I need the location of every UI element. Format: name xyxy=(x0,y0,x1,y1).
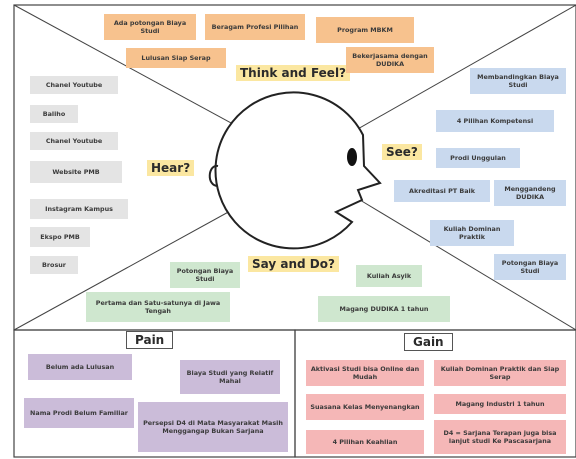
sticky-note: Belum ada Lulusan xyxy=(28,354,132,380)
think-feel-label: Think and Feel? xyxy=(236,65,351,81)
sticky-note: Akreditasi PT Baik xyxy=(394,180,490,202)
sticky-note: Menggandeng DUDIKA xyxy=(494,180,566,206)
hear-label: Hear? xyxy=(147,160,195,176)
sticky-note: Nama Prodi Belum Familiar xyxy=(24,398,134,428)
sticky-note: Biaya Studi yang Relatif Mahal xyxy=(180,360,280,394)
diagonal-bottom-right xyxy=(359,199,576,331)
sticky-note: Magang Industri 1 tahun xyxy=(434,394,566,414)
diagonal-bottom-left xyxy=(13,209,233,331)
sticky-note: Beragam Profesi Pilihan xyxy=(205,14,305,40)
sticky-note: Baliho xyxy=(30,105,78,123)
sticky-note: Persepsi D4 di Mata Masyarakat Masih Men… xyxy=(138,402,288,452)
sticky-note: Ekspo PMB xyxy=(30,227,90,247)
sticky-note: D4 = Sarjana Terapan juga bisa lanjut st… xyxy=(434,420,566,454)
ear-shape xyxy=(208,164,219,187)
sticky-note: Prodi Unggulan xyxy=(436,148,520,168)
sticky-note: Bekerjasama dengan DUDIKA xyxy=(346,47,434,73)
sticky-note: Instagram Kampus xyxy=(30,199,128,219)
head-outline xyxy=(214,91,382,250)
sticky-note: Program MBKM xyxy=(316,17,414,43)
sticky-note: Kuliah Dominan Praktik dan Siap Serap xyxy=(434,360,566,386)
sticky-note: Ada potongan Biaya Studi xyxy=(104,14,196,40)
say-do-label: Say and Do? xyxy=(248,256,339,272)
sticky-note: Potongan Biaya Studi xyxy=(494,254,566,280)
sticky-note: Website PMB xyxy=(30,161,122,183)
sticky-note: Membandingkan Biaya Studi xyxy=(470,68,566,94)
pain-title: Pain xyxy=(126,331,174,349)
sticky-note: Brosur xyxy=(30,256,78,274)
sticky-note: Pertama dan Satu-satunya di Jawa Tengah xyxy=(86,292,230,322)
sticky-note: Aktivasi Studi bisa Online dan Mudah xyxy=(306,360,424,386)
gain-title: Gain xyxy=(404,333,453,351)
sticky-note: Potongan Biaya Studi xyxy=(170,262,240,288)
sticky-note: Suasana Kelas Menyenangkan xyxy=(306,394,424,420)
sticky-note: Chanel Youtube xyxy=(30,132,118,150)
see-label: See? xyxy=(382,144,422,160)
sticky-note: Chanel Youtube xyxy=(30,76,118,94)
eye-shape xyxy=(347,148,357,166)
sticky-note: Lulusan Siap Serap xyxy=(126,48,226,68)
sticky-note: Kuliah Dominan Praktik xyxy=(430,220,514,246)
sticky-note: 4 Pilihan Kompetensi xyxy=(436,110,554,132)
sticky-note: Magang DUDIKA 1 tahun xyxy=(318,296,450,322)
diagonal-top-right xyxy=(355,4,576,131)
sticky-note: 4 Pilihan Keahlian xyxy=(306,430,424,454)
sticky-note: Kuliah Asyik xyxy=(356,265,422,287)
gain-border xyxy=(294,329,576,458)
